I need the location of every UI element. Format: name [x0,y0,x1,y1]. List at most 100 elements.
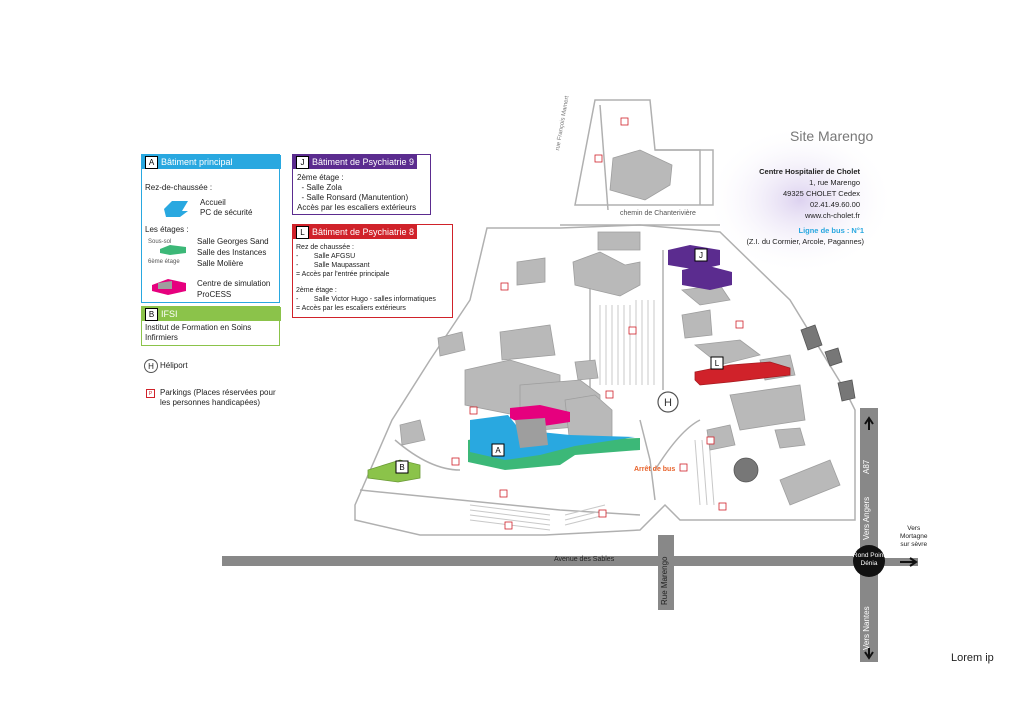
label-vers-angers: Vers Angers [862,496,871,540]
legend-a-letter: A [145,155,158,169]
legend-j-line-3: - Salle Ronsard (Manutention) [297,193,409,202]
address-street: 1, rue Marengo [809,178,860,187]
mortagne-line-1: Vers [907,525,921,532]
parking-icon [706,436,715,445]
parking-icon [679,463,688,472]
legend-j-header: J Bâtiment de Psychiatrie 9 [293,155,417,169]
legend-a-etages-label: Les étages : [145,225,189,234]
legend-j: J Bâtiment de Psychiatrie 9 2ème étage :… [292,154,431,215]
legend-a-title: Bâtiment principal [161,157,233,167]
road-mortagne [878,558,918,566]
parking-icon [620,117,629,126]
label-arret-de-bus: Arrêt de bus [634,466,676,473]
legend-b-text-1: Institut de Formation en Soins [145,323,252,332]
avenue-des-sables [222,556,860,566]
legend-b-text-2: Infirmiers [145,333,178,342]
legend-l-line-2: - Salle AFGSU [296,253,356,260]
marker-b: B [399,463,404,472]
parking-icon [451,457,460,466]
lorem-text: Lorem ip [951,652,994,664]
legend-l-line-4: = Accès par l'entrée principale [296,271,390,278]
accueil-icon [164,201,188,217]
legend-a-sim-1: Centre de simulation [197,279,271,288]
marker-a: A [495,446,501,455]
legend-a-salle-2: Salle des Instances [197,248,267,257]
legend-a: A Bâtiment principal Rez-de-chaussée : A… [141,154,281,303]
legend-a-rdc-label: Rez-de-chaussée : [145,183,213,192]
legend-l-line-7: - Salle Victor Hugo - salles informatiqu… [296,296,436,303]
address-city: 49325 CHOLET Cedex [783,189,860,198]
parking-icon [500,282,509,291]
parking-icon [504,521,513,530]
parking-label-2: les personnes handicapées) [160,398,261,407]
parking-icon [628,326,637,335]
campus-outline [354,99,856,536]
legend-a-sous-sol: Sous-sol [148,239,172,245]
dark-buildings [733,324,856,483]
legend-a-rdc-2: PC de sécurité [200,208,253,217]
building-markers: A B J L [395,248,724,474]
salles-icon [160,245,186,255]
marker-l: L [715,359,720,368]
rond-point-line-1: Rond Point [852,552,886,559]
heliport-icon: H [144,359,158,373]
legend-j-letter: J [296,155,309,169]
address-org: Centre Hospitalier de Cholet [759,167,860,176]
parking-icon [594,154,603,163]
grey-buildings [399,149,841,506]
legend-l-line-3: - Salle Maupassant [296,262,370,269]
rond-point-line-2: Dénia [860,560,878,567]
building-a [468,405,640,470]
label-chemin-chanteriviere: chemin de Chanterivière [620,210,696,217]
parking-icon-legend: P [146,389,155,398]
legend-l-letter: L [296,225,309,239]
circular-building [733,457,759,483]
legend-a-rdc-1: Accueil [200,198,226,207]
legend-l: L Bâtiment de Psychiatrie 8 Rez de chaus… [292,224,453,318]
label-vers-nantes: Vers Nantes [862,606,871,650]
a87-road [860,408,878,662]
arrow-up-icon [864,416,874,430]
bus-info: Ligne de bus : N°1 (Z.I. du Cormier, Arc… [728,225,864,247]
address-web[interactable]: www.ch-cholet.fr [804,211,860,220]
heliport-marker: H [657,391,679,413]
legend-l-line-8: = Accès par les escaliers extérieurs [296,305,406,312]
legend-a-sim-2: ProCESS [197,290,232,299]
arrow-right-icon [900,557,918,567]
rond-point-circle [853,545,885,577]
site-title: Site Marengo [790,128,874,144]
svg-text:H: H [664,397,672,409]
legend-a-header: A Bâtiment principal [142,155,281,169]
label-avenue-des-sables: Avenue des Sables [554,556,615,563]
legend-b: B IFSI Institut de Formation en Soins In… [141,306,281,346]
legend-j-line-4: Accès par les escaliers extérieurs [297,203,417,212]
address-phone: 02.41.49.60.00 [809,200,860,209]
parking-icon [469,406,478,415]
parking-icon [499,489,508,498]
legend-a-salle-1: Salle Georges Sand [197,237,269,246]
mortagne-line-2: Mortagne [900,533,928,540]
address-glow [705,125,895,275]
mortagne-line-3: sur sèvre [900,541,928,548]
legend-j-line-2: - Salle Zola [297,183,342,192]
rue-marengo-road [658,535,674,610]
legend-l-header: L Bâtiment de Psychiatrie 8 [293,225,417,239]
parking-lots [469,300,715,531]
address-block: Centre Hospitalier de Cholet 1, rue Mare… [759,166,860,221]
legend-l-title: Bâtiment de Psychiatrie 8 [312,227,415,237]
label-a87: A87 [862,459,871,474]
label-vers-mortagne: Vers Mortagne sur sèvre [900,525,927,549]
label-rond-point: Rond Point Dénia [852,552,886,568]
bus-title: Ligne de bus : N°1 [798,226,864,235]
marker-j: J [699,251,703,260]
parking-icon [735,320,744,329]
legend-b-letter: B [145,307,158,321]
legend-b-header: B IFSI [142,307,281,321]
roads [222,408,918,662]
simulation-icon [152,279,186,295]
parking-icon [598,509,607,518]
parking-markers [451,117,744,530]
legend-b-title: IFSI [161,309,178,319]
legend-a-sixieme: 6ème étage [148,259,180,265]
